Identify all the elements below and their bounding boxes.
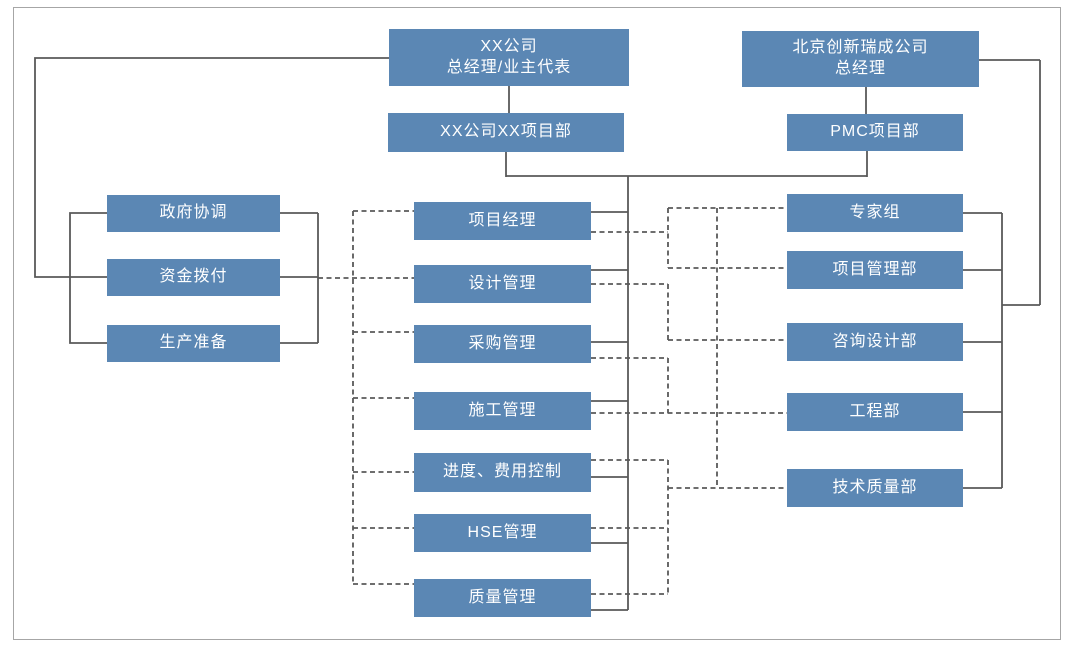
node-label: 政府协调	[159, 204, 228, 222]
node-government-coordination: 政府协调	[107, 195, 280, 232]
node-engineering-dept: 工程部	[787, 393, 963, 431]
node-owner-project-dept: XX公司XX项目部	[388, 113, 624, 152]
node-expert-group: 专家组	[787, 194, 963, 232]
node-pmc-project-dept: PMC项目部	[787, 114, 963, 151]
node-pmc-company-gm: 北京创新瑞成公司 总经理	[742, 31, 979, 87]
node-label: 项目经理	[468, 211, 537, 229]
node-label: 质量管理	[468, 588, 537, 606]
node-project-management-dept: 项目管理部	[787, 251, 963, 289]
node-label: 采购管理	[468, 334, 537, 352]
node-production-preparation: 生产准备	[107, 325, 280, 362]
node-label: 总经理/业主代表	[446, 58, 572, 76]
node-hse-management: HSE管理	[414, 514, 591, 552]
node-design-management: 设计管理	[414, 265, 591, 303]
solid-connectors	[34, 57, 1041, 611]
node-fund-allocation: 资金拨付	[107, 259, 280, 296]
node-technical-quality-dept: 技术质量部	[787, 469, 963, 507]
node-quality-management: 质量管理	[414, 579, 591, 617]
chart-border	[13, 7, 1061, 640]
node-label: 总经理	[834, 60, 886, 77]
node-owner-gm: XX公司 总经理/业主代表	[389, 29, 629, 86]
node-label: XX公司	[480, 37, 538, 55]
node-label: 设计管理	[468, 274, 537, 292]
node-label: 技术质量部	[832, 478, 918, 496]
node-schedule-cost-control: 进度、费用控制	[414, 453, 591, 492]
node-label: 北京创新瑞成公司	[792, 39, 929, 57]
node-label: 生产准备	[159, 334, 228, 352]
node-label: XX公司XX项目部	[440, 123, 572, 141]
node-project-manager: 项目经理	[414, 202, 591, 240]
node-procurement-management: 采购管理	[414, 325, 591, 363]
node-label: 专家组	[849, 203, 901, 221]
node-label: HSE管理	[467, 523, 538, 541]
node-label: 资金拨付	[159, 268, 228, 286]
node-label: 项目管理部	[832, 260, 918, 278]
node-label: PMC项目部	[830, 123, 920, 141]
node-label: 施工管理	[468, 401, 537, 419]
node-consulting-design-dept: 咨询设计部	[787, 323, 963, 361]
node-label: 进度、费用控制	[442, 463, 562, 481]
node-construction-management: 施工管理	[414, 392, 591, 430]
dashed-connectors	[318, 207, 787, 595]
node-label: 工程部	[849, 402, 901, 420]
node-label: 咨询设计部	[832, 332, 918, 350]
